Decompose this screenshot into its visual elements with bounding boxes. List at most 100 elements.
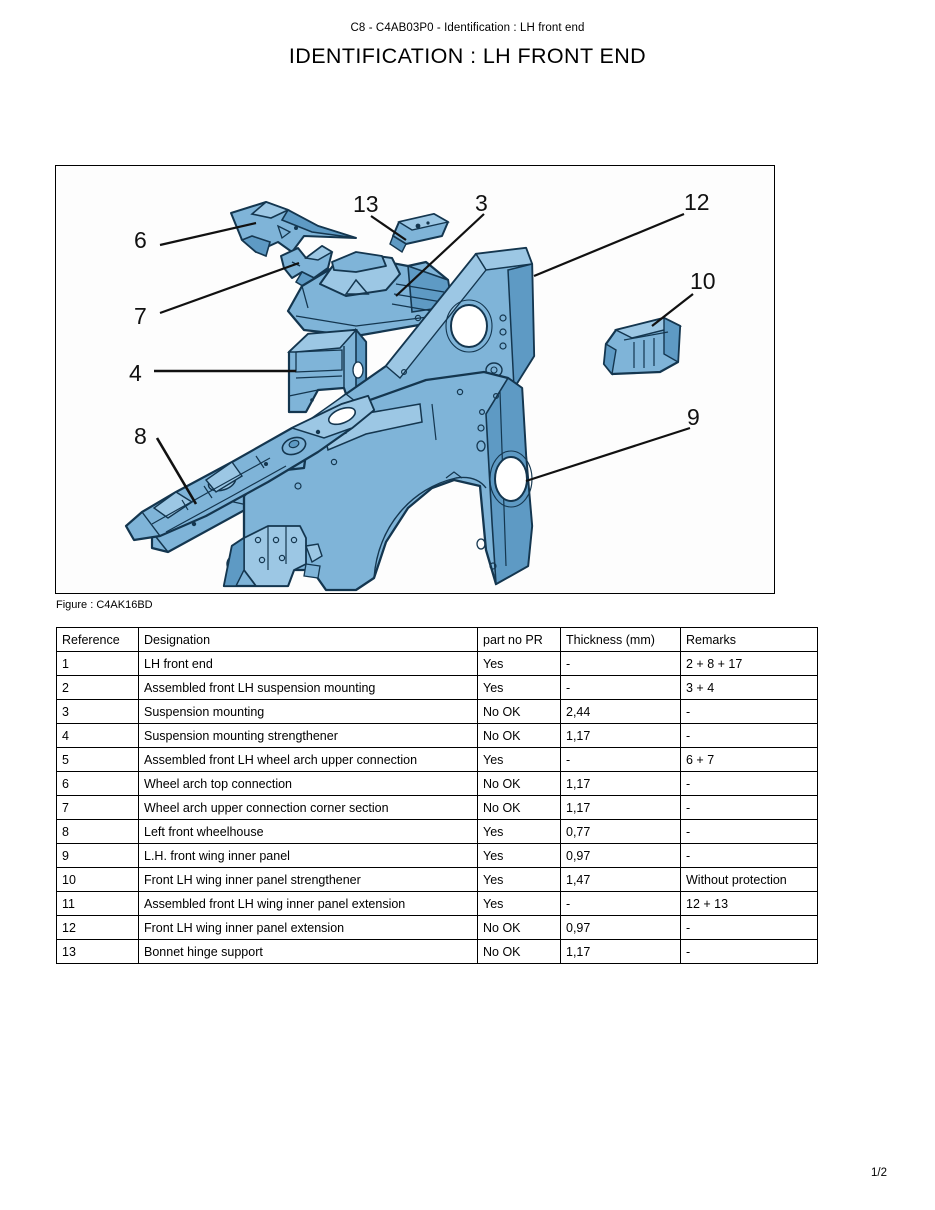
part-9-shape bbox=[222, 370, 534, 592]
cell-designation: Assembled front LH wheel arch upper conn… bbox=[138, 747, 478, 772]
cell-remarks: - bbox=[680, 915, 818, 940]
cell-thickness: - bbox=[560, 891, 681, 916]
cell-remarks: 3 + 4 bbox=[680, 675, 818, 700]
cell-remarks: 2 + 8 + 17 bbox=[680, 651, 818, 676]
cell-remarks: 12 + 13 bbox=[680, 891, 818, 916]
cell-reference: 8 bbox=[56, 819, 139, 844]
cell-thickness: 1,17 bbox=[560, 771, 681, 796]
cell-thickness: 0,97 bbox=[560, 843, 681, 868]
column-header-reference: Reference bbox=[56, 627, 139, 652]
cell-reference: 11 bbox=[56, 891, 139, 916]
cell-part-no-pr: Yes bbox=[477, 819, 561, 844]
table-row: 7 Wheel arch upper connection corner sec… bbox=[56, 795, 818, 820]
table-row: 13 Bonnet hinge support No OK 1,17 - bbox=[56, 939, 818, 964]
cell-designation: Suspension mounting strengthener bbox=[138, 723, 478, 748]
cell-thickness: - bbox=[560, 747, 681, 772]
cell-remarks: - bbox=[680, 723, 818, 748]
cell-designation: L.H. front wing inner panel bbox=[138, 843, 478, 868]
cell-designation: Wheel arch top connection bbox=[138, 771, 478, 796]
cell-part-no-pr: No OK bbox=[477, 939, 561, 964]
part-7-shape bbox=[280, 245, 334, 289]
table-row: 6 Wheel arch top connection No OK 1,17 - bbox=[56, 771, 818, 796]
cell-part-no-pr: Yes bbox=[477, 675, 561, 700]
table-row: 9 L.H. front wing inner panel Yes 0,97 - bbox=[56, 843, 818, 868]
cell-part-no-pr: Yes bbox=[477, 867, 561, 892]
table-header-row: Reference Designation part no PR Thickne… bbox=[56, 627, 818, 652]
cell-part-no-pr: Yes bbox=[477, 747, 561, 772]
cell-reference: 5 bbox=[56, 747, 139, 772]
callout-4: 4 bbox=[129, 360, 142, 386]
callout-8: 8 bbox=[134, 423, 147, 449]
cell-designation: Suspension mounting bbox=[138, 699, 478, 724]
callout-7: 7 bbox=[134, 303, 147, 329]
cell-reference: 4 bbox=[56, 723, 139, 748]
callout-9: 9 bbox=[687, 404, 700, 430]
cell-designation: Front LH wing inner panel extension bbox=[138, 915, 478, 940]
cell-reference: 2 bbox=[56, 675, 139, 700]
part-10-shape bbox=[602, 316, 683, 376]
column-header-part-no-pr: part no PR bbox=[477, 627, 561, 652]
cell-thickness: 0,97 bbox=[560, 915, 681, 940]
callout-10: 10 bbox=[690, 268, 716, 294]
cell-remarks: 6 + 7 bbox=[680, 747, 818, 772]
cell-thickness: - bbox=[560, 651, 681, 676]
cell-reference: 12 bbox=[56, 915, 139, 940]
callout-3: 3 bbox=[475, 190, 488, 216]
figure-caption: Figure : C4AK16BD bbox=[56, 599, 153, 611]
cell-designation: Left front wheelhouse bbox=[138, 819, 478, 844]
callout-6: 6 bbox=[134, 227, 147, 253]
column-header-remarks: Remarks bbox=[680, 627, 818, 652]
page-number: 1/2 bbox=[871, 1167, 887, 1179]
table-row: 12 Front LH wing inner panel extension N… bbox=[56, 915, 818, 940]
table-row: 2 Assembled front LH suspension mounting… bbox=[56, 675, 818, 700]
exploded-view-figure: 6 7 13 3 12 10 4 9 8 bbox=[55, 165, 775, 594]
cell-thickness: 1,17 bbox=[560, 795, 681, 820]
cell-remarks: - bbox=[680, 939, 818, 964]
cell-part-no-pr: Yes bbox=[477, 843, 561, 868]
cell-reference: 10 bbox=[56, 867, 139, 892]
part-8-shape bbox=[124, 394, 376, 542]
cell-designation: Assembled front LH wing inner panel exte… bbox=[138, 891, 478, 916]
cell-remarks: - bbox=[680, 771, 818, 796]
cell-designation: Wheel arch upper connection corner secti… bbox=[138, 795, 478, 820]
cell-reference: 3 bbox=[56, 699, 139, 724]
callout-13: 13 bbox=[353, 191, 379, 217]
cell-thickness: 1,47 bbox=[560, 867, 681, 892]
callout-12: 12 bbox=[684, 189, 710, 215]
cell-reference: 7 bbox=[56, 795, 139, 820]
table-row: 5 Assembled front LH wheel arch upper co… bbox=[56, 747, 818, 772]
cell-reference: 13 bbox=[56, 939, 139, 964]
parts-exploded-diagram: 6 7 13 3 12 10 4 9 8 bbox=[124, 189, 716, 592]
cell-part-no-pr: No OK bbox=[477, 723, 561, 748]
table-row: 11 Assembled front LH wing inner panel e… bbox=[56, 891, 818, 916]
cell-part-no-pr: No OK bbox=[477, 771, 561, 796]
cell-reference: 6 bbox=[56, 771, 139, 796]
table-row: 10 Front LH wing inner panel strengthene… bbox=[56, 867, 818, 892]
cell-part-no-pr: No OK bbox=[477, 915, 561, 940]
cell-part-no-pr: No OK bbox=[477, 699, 561, 724]
cell-part-no-pr: Yes bbox=[477, 651, 561, 676]
cell-designation: Bonnet hinge support bbox=[138, 939, 478, 964]
cell-thickness: 2,44 bbox=[560, 699, 681, 724]
table-row: 4 Suspension mounting strengthener No OK… bbox=[56, 723, 818, 748]
cell-designation: Front LH wing inner panel strengthener bbox=[138, 867, 478, 892]
cell-thickness: 0,77 bbox=[560, 819, 681, 844]
cell-remarks: - bbox=[680, 795, 818, 820]
cell-remarks: Without protection bbox=[680, 867, 818, 892]
callout-leader-lines bbox=[154, 212, 694, 505]
cell-part-no-pr: No OK bbox=[477, 795, 561, 820]
cell-remarks: - bbox=[680, 699, 818, 724]
cell-remarks: - bbox=[680, 843, 818, 868]
page-title: IDENTIFICATION : LH FRONT END bbox=[288, 44, 647, 68]
part-6-shape bbox=[230, 201, 357, 258]
cell-designation: Assembled front LH suspension mounting bbox=[138, 675, 478, 700]
cell-part-no-pr: Yes bbox=[477, 891, 561, 916]
document-breadcrumb: C8 - C4AB03P0 - Identification : LH fron… bbox=[350, 22, 585, 34]
cell-reference: 9 bbox=[56, 843, 139, 868]
cell-thickness: - bbox=[560, 675, 681, 700]
parts-table: Reference Designation part no PR Thickne… bbox=[56, 627, 818, 964]
column-header-thickness: Thickness (mm) bbox=[560, 627, 681, 652]
column-header-designation: Designation bbox=[138, 627, 478, 652]
cell-remarks: - bbox=[680, 819, 818, 844]
table-row: 3 Suspension mounting No OK 2,44 - bbox=[56, 699, 818, 724]
